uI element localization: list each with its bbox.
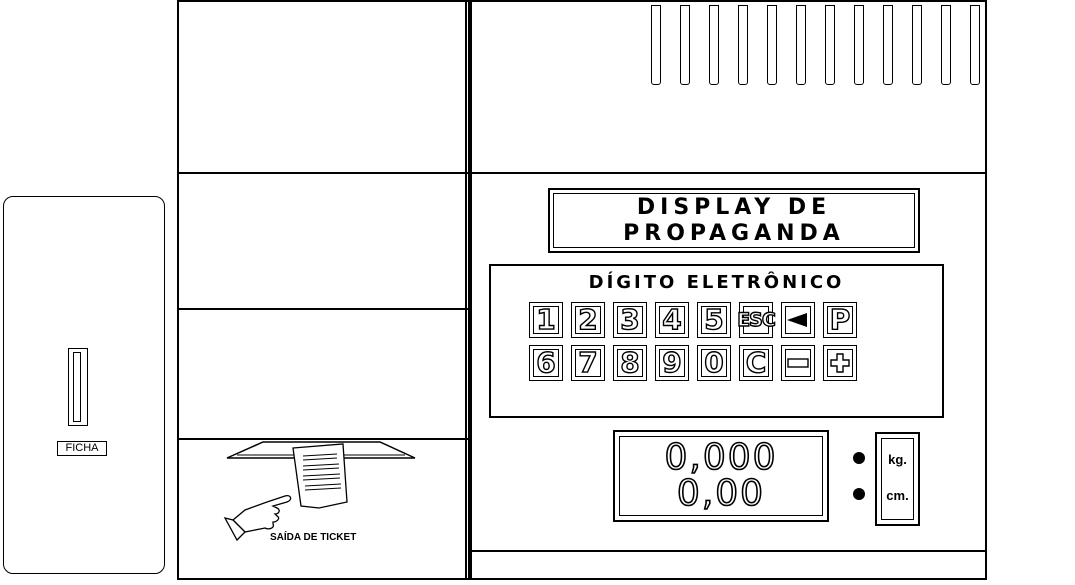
key-0[interactable]: 0 <box>697 345 731 381</box>
vent-slot <box>912 5 922 85</box>
key-minus[interactable] <box>781 345 815 381</box>
vent-slot <box>767 5 777 85</box>
middle-cabinet <box>177 0 470 580</box>
vent-slot <box>825 5 835 85</box>
ticket-icon <box>292 443 348 509</box>
minus-icon <box>787 358 809 368</box>
key-2[interactable]: 2 <box>571 302 605 338</box>
vent-slot <box>941 5 951 85</box>
unit-kg: kg. <box>888 452 907 467</box>
key-5[interactable]: 5 <box>697 302 731 338</box>
weight-readout: 0,000 <box>664 437 778 478</box>
vent-slot <box>883 5 893 85</box>
keypad-panel: DÍGITO ELETRÔNICO 1 2 3 4 5 ESC P 6 7 8 … <box>489 264 944 418</box>
vent-slot <box>854 5 864 85</box>
ficha-label: FICHA <box>57 441 107 456</box>
vent-slot <box>738 5 748 85</box>
backspace-arrow-icon <box>787 313 807 327</box>
key-backspace[interactable] <box>781 302 815 338</box>
vent-slot <box>680 5 690 85</box>
unit-box: kg. cm. <box>875 432 920 526</box>
vent-slot <box>970 5 980 85</box>
pointing-hand-icon <box>223 494 292 542</box>
plus-icon <box>830 353 850 373</box>
ticket-slot-icon <box>223 441 416 542</box>
key-7[interactable]: 7 <box>571 345 605 381</box>
right-divider <box>470 172 987 174</box>
vent-slot <box>796 5 806 85</box>
keypad-title: DÍGITO ELETRÔNICO <box>588 272 845 293</box>
promo-line-1: DISPLAY DE <box>636 195 832 220</box>
middle-divider <box>177 308 470 310</box>
key-1[interactable]: 1 <box>529 302 563 338</box>
key-plus[interactable] <box>823 345 857 381</box>
weight-height-display: 0,000 0,00 <box>613 430 829 522</box>
vent-slot <box>709 5 719 85</box>
key-esc[interactable]: ESC <box>737 302 776 338</box>
column-separator <box>465 0 467 580</box>
promo-display: DISPLAY DE PROPAGANDA <box>548 188 920 253</box>
right-cabinet <box>470 0 987 580</box>
key-p[interactable]: P <box>823 302 857 338</box>
coin-panel <box>3 196 165 574</box>
vent-slot <box>651 5 661 85</box>
ticket-exit-label: SAÍDA DE TICKET <box>270 532 357 543</box>
unit-cm: cm. <box>886 488 909 503</box>
height-indicator-led <box>853 488 865 500</box>
right-divider <box>470 550 987 552</box>
middle-divider <box>177 438 470 440</box>
height-readout: 0,00 <box>676 473 766 514</box>
key-6[interactable]: 6 <box>529 345 563 381</box>
key-4[interactable]: 4 <box>655 302 689 338</box>
key-9[interactable]: 9 <box>655 345 689 381</box>
weight-indicator-led <box>853 452 865 464</box>
middle-divider <box>177 172 470 174</box>
coin-slot[interactable] <box>68 348 88 426</box>
key-3[interactable]: 3 <box>613 302 647 338</box>
key-8[interactable]: 8 <box>613 345 647 381</box>
promo-line-2: PROPAGANDA <box>623 221 845 246</box>
key-clear[interactable]: C <box>739 345 773 381</box>
